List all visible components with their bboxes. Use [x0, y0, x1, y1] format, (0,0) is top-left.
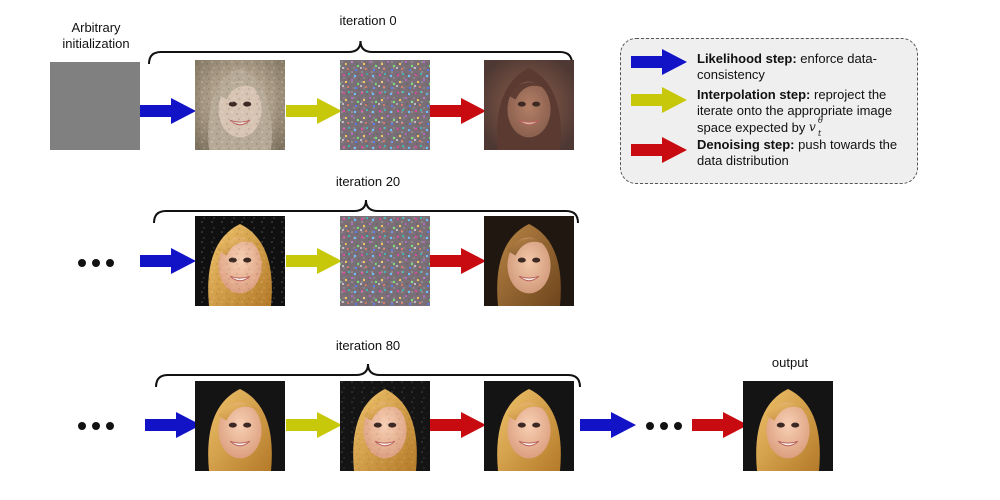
iteration-20-noise-image [340, 216, 430, 306]
ellipsis-marks [78, 259, 682, 430]
initialization-label: Arbitrary initialization [48, 20, 144, 52]
iteration-20-left-ellipsis [78, 259, 114, 267]
iteration-20-red-arrow [430, 248, 486, 274]
iteration-0-red-arrow [430, 98, 486, 124]
math-t: t [818, 129, 822, 138]
iteration-brackets [148, 40, 581, 388]
likelihood-title: Likelihood step: [697, 51, 797, 66]
likelihood-arrow-icon [631, 49, 687, 75]
denoising-arrow-icon [631, 137, 687, 163]
iteration-20-yellow-arrow [286, 248, 342, 274]
iteration-80-yellow-arrow [286, 412, 342, 438]
initialization-label-line-1: Arbitrary [71, 20, 121, 35]
math-v: v [809, 120, 816, 134]
iteration-80-likelihood-image [195, 381, 285, 471]
iteration-0-denoised-image [484, 60, 574, 150]
image-panels [50, 60, 833, 471]
likelihood-text: enforce data-consistency [697, 51, 877, 82]
iteration-0-likelihood-image [195, 60, 285, 150]
iteration-80-blue-arrow [145, 412, 201, 438]
denoising-description: Denoising step: push towards the data di… [697, 137, 911, 169]
denoising-title: Denoising step: [697, 137, 795, 152]
iteration-0-bracket [148, 40, 573, 65]
iteration-80-bracket [155, 363, 581, 388]
vt-theta-symbol: v θ t [809, 116, 831, 138]
post-iteration-ellipsis [646, 422, 682, 430]
legend-item-denoising: Denoising step: push towards the data di… [621, 137, 919, 183]
iteration-80-label: iteration 80 [335, 338, 401, 353]
iteration-0-noise-image [340, 60, 430, 150]
interpolation-arrow-icon [631, 87, 687, 113]
post-iteration-blue-arrow [580, 412, 636, 438]
iteration-0-label: iteration 0 [339, 13, 397, 28]
output-red-arrow [692, 412, 748, 438]
iteration-80-interpolated-image [340, 381, 430, 471]
process-arrows [140, 98, 748, 438]
interpolation-description: Interpolation step: reproject the iterat… [697, 87, 911, 138]
iteration-20-likelihood-image [195, 216, 285, 306]
iteration-80-red-arrow [430, 412, 486, 438]
denoising-text: push towards the data distribution [697, 137, 898, 168]
legend-panel: Likelihood step: enforce data-consistenc… [620, 38, 918, 184]
likelihood-description: Likelihood step: enforce data-consistenc… [697, 51, 911, 83]
iteration-20-bracket [153, 199, 579, 224]
iteration-20-label: iteration 20 [335, 174, 401, 189]
interpolation-title: Interpolation step: [697, 87, 811, 102]
legend-item-interpolation: Interpolation step: reproject the iterat… [621, 87, 919, 138]
iteration-0-yellow-arrow [286, 98, 342, 124]
iteration-20-blue-arrow [140, 248, 196, 274]
iteration-80-denoised-image [484, 381, 574, 471]
interpolation-text: reproject the iterate onto the appropria… [697, 87, 893, 135]
math-theta: θ [818, 116, 823, 125]
legend-item-likelihood: Likelihood step: enforce data-consistenc… [621, 49, 919, 95]
iteration-0-blue-arrow [140, 98, 196, 124]
output-label: output [771, 355, 809, 370]
initial-gray-square [50, 62, 140, 150]
iteration-80-left-ellipsis [78, 422, 114, 430]
iteration-20-denoised-image [484, 216, 574, 306]
output-image [743, 381, 833, 471]
initialization-label-line-2: initialization [62, 36, 130, 51]
